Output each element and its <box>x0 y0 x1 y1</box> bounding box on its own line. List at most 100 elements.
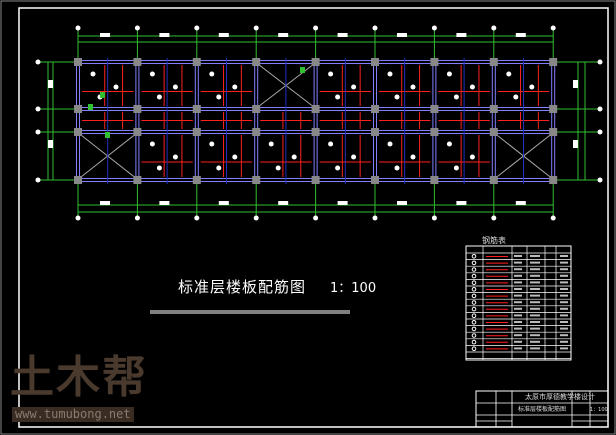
table-cell-text <box>560 288 568 290</box>
table-mark <box>471 267 477 272</box>
table-cell-text <box>530 321 540 323</box>
axis-bubble <box>550 25 556 31</box>
table-mark <box>471 260 477 266</box>
table-cell-text <box>514 261 522 264</box>
title-block-drawing-name: 标准层楼板配筋图 <box>518 406 567 413</box>
table-cell-text <box>514 301 522 304</box>
column <box>371 128 379 136</box>
rebar-tag <box>351 154 357 160</box>
axis-bubble <box>597 59 603 65</box>
table-cell-text <box>530 268 540 271</box>
axis-bubble <box>491 25 497 31</box>
column <box>489 176 498 184</box>
column <box>549 58 558 66</box>
axis-bubble <box>313 215 319 221</box>
column <box>430 176 439 184</box>
axis-bubble <box>75 25 81 31</box>
column <box>252 105 261 113</box>
table-mark <box>471 326 477 332</box>
table-cell-text <box>560 340 568 343</box>
table-cell-text <box>530 274 540 277</box>
column <box>133 58 142 66</box>
watermark-logo: 土木帮 <box>10 352 148 403</box>
column <box>371 58 379 66</box>
drawing-scale: 1：100 <box>330 281 377 296</box>
rebar-tag <box>506 71 512 77</box>
table-mark <box>471 300 477 305</box>
dimension-label <box>456 33 467 37</box>
axis-bubble <box>194 215 200 221</box>
column <box>133 128 142 136</box>
column <box>549 105 558 113</box>
column <box>192 105 201 113</box>
table-cell-text <box>530 347 540 350</box>
rebar-tag <box>335 165 341 171</box>
table-cell-text <box>514 327 522 330</box>
column <box>489 105 498 113</box>
rebar-tag <box>232 84 238 90</box>
rebar-tag <box>328 71 334 77</box>
table-mark <box>471 313 477 319</box>
rebar-tag <box>232 154 238 160</box>
dimension-label <box>337 201 348 205</box>
rebar-tag <box>469 84 475 90</box>
rebar-tag <box>172 154 178 160</box>
column <box>489 58 498 66</box>
table-mark <box>471 287 477 292</box>
green-marker <box>100 92 105 98</box>
dimension-label <box>278 201 289 205</box>
rebar-tag <box>149 141 155 147</box>
rebar-tag <box>268 141 274 147</box>
table-cell-text <box>530 301 540 304</box>
dimension-label <box>515 201 526 205</box>
drawing-frame <box>18 7 609 428</box>
table-cell-text <box>560 255 568 257</box>
column <box>311 176 320 184</box>
dimension-label <box>218 201 229 205</box>
dimension-label <box>100 33 110 37</box>
table-cell-text <box>530 334 540 337</box>
column <box>311 105 320 113</box>
dimension-label <box>573 80 578 88</box>
table-cell-text <box>514 288 522 290</box>
dimension-label <box>48 80 53 88</box>
table-cell-text <box>560 347 568 350</box>
column <box>371 176 379 184</box>
table-mark <box>471 333 477 338</box>
axis-bubble <box>550 215 556 221</box>
table-mark <box>471 253 477 259</box>
rebar-tag <box>410 154 416 160</box>
rebar-tag <box>172 84 178 90</box>
table-cell-text <box>514 274 522 277</box>
column <box>133 105 142 113</box>
rebar-tag <box>387 71 393 77</box>
table-cell-text <box>514 281 522 284</box>
rebar-tag <box>453 165 459 171</box>
title-block <box>475 390 609 428</box>
column <box>311 58 320 66</box>
axis-bubble <box>597 106 603 112</box>
table-cell-text <box>560 261 568 264</box>
table-mark <box>471 339 477 345</box>
axis-bubble <box>372 25 378 31</box>
table-cell-text <box>514 294 522 297</box>
rebar-tag <box>291 154 297 160</box>
table-cell-text <box>514 268 522 271</box>
axis-bubble <box>35 59 41 65</box>
dimension-label <box>337 33 348 37</box>
column <box>430 58 439 66</box>
table-cell-text <box>530 307 540 310</box>
table-cell-text <box>514 321 522 323</box>
axis-bubble <box>35 106 41 112</box>
rebar-tag <box>156 165 162 171</box>
column <box>549 176 558 184</box>
column <box>74 58 82 66</box>
table-mark <box>471 346 477 352</box>
table-cell-text <box>530 294 540 297</box>
table-cell-text <box>530 340 540 343</box>
rebar-tag <box>328 141 334 147</box>
table-cell-text <box>530 255 540 257</box>
rebar-tag <box>351 84 357 90</box>
table-cell-text <box>560 301 568 304</box>
